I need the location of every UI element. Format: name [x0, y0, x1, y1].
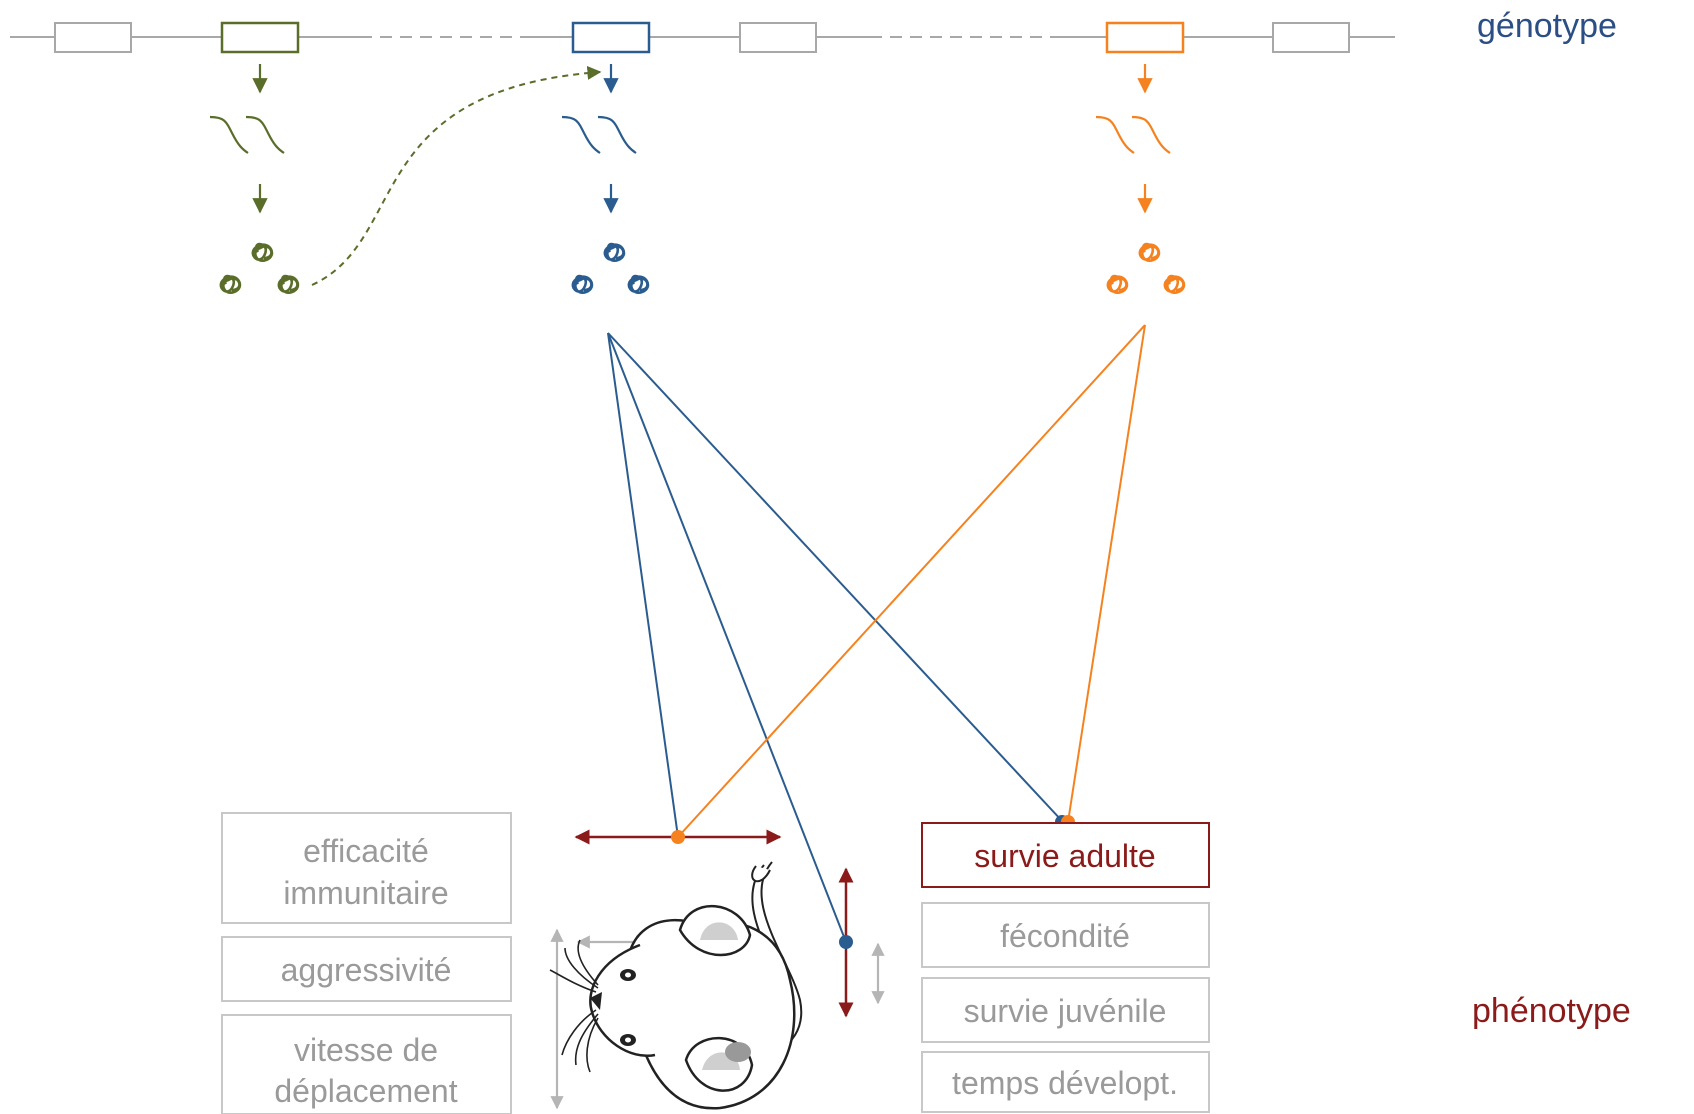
- tail-length-node: [839, 935, 853, 949]
- trait-box-fecundity: fécondité: [921, 902, 1210, 968]
- trait-box-movement-speed: vitesse de déplacement: [221, 1014, 512, 1114]
- orange-protein-icon: [1106, 242, 1186, 295]
- blue-expression-column: [560, 64, 650, 295]
- gene-box-grey-1: [54, 22, 132, 53]
- trait-label: vitesse de: [294, 1032, 438, 1068]
- green-expression-column: [208, 64, 300, 295]
- trait-box-development-time: temps dévelopt.: [921, 1051, 1210, 1113]
- orange-rna-icon: [1094, 115, 1172, 155]
- trait-label: survie juvénile: [964, 993, 1167, 1029]
- trait-label: efficacité: [303, 833, 429, 869]
- mouse-icon: [549, 861, 803, 1110]
- trait-box-juvenile-survival: survie juvénile: [921, 977, 1210, 1043]
- genotype-label: génotype: [1477, 7, 1617, 45]
- blue-effect-lines: [607, 332, 1064, 943]
- trait-label: immunitaire: [283, 875, 448, 911]
- gene-box-orange: [1105, 21, 1185, 54]
- blue-rna-icon: [560, 115, 638, 155]
- orange-expression-column: [1094, 64, 1186, 295]
- trait-label: temps dévelopt.: [952, 1065, 1178, 1101]
- trait-box-aggressiveness: aggressivité: [221, 936, 512, 1002]
- gene-box-blue: [571, 21, 651, 54]
- green-protein-icon: [219, 242, 300, 295]
- trait-label: survie adulte: [974, 838, 1155, 874]
- trait-box-immune-efficiency: efficacité immunitaire: [221, 812, 512, 924]
- orange-effect-lines: [677, 324, 1146, 838]
- regulation-arrow: [311, 65, 602, 286]
- green-rna-icon: [208, 115, 286, 155]
- trait-box-adult-survival: survie adulte: [921, 822, 1210, 888]
- gene-box-grey-3: [1272, 22, 1350, 53]
- blue-protein-icon: [571, 242, 650, 295]
- gene-box-grey-2: [739, 22, 817, 53]
- gene-box-green: [220, 21, 300, 54]
- phenotype-label: phénotype: [1472, 992, 1631, 1030]
- trait-label: aggressivité: [281, 952, 452, 988]
- trait-label: fécondité: [1000, 918, 1130, 954]
- body-width-node: [671, 830, 685, 844]
- trait-label: déplacement: [274, 1073, 457, 1109]
